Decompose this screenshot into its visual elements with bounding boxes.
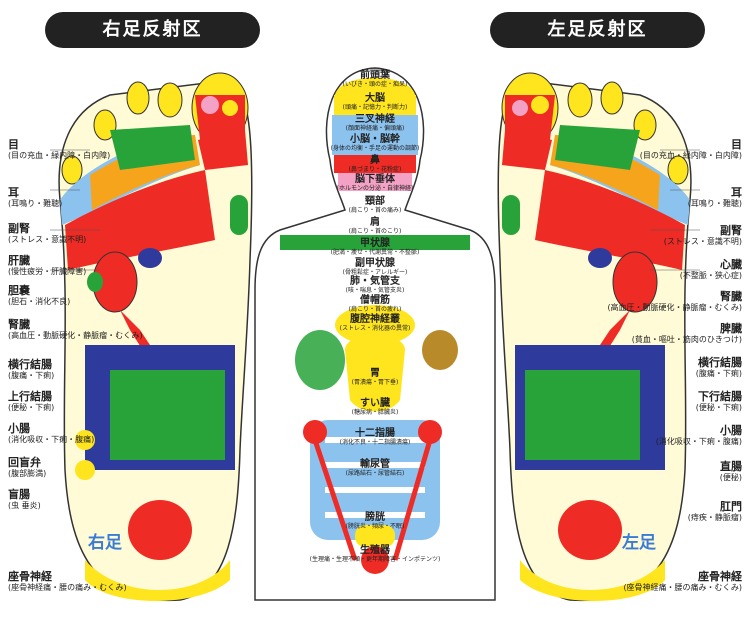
left-label-eye: 目(目の充血・緑内障・白内障) xyxy=(639,138,742,160)
right-label-sciatic: 座骨神経(座骨神経痛・腰の痛み・むくみ) xyxy=(8,570,127,592)
right-label-adrenal: 副腎(ストレス・意識不明) xyxy=(8,222,87,244)
left-label-anus: 肛門(痔疾・静脈瘤) xyxy=(687,500,742,522)
left-heel-sciatic xyxy=(558,500,622,560)
right-label-kidney: 腎臓(高血圧・動脈硬化・静脈瘤・むくみ) xyxy=(8,318,143,340)
organ-stomach: 胃(胃潰瘍・胃下垂) xyxy=(351,368,399,386)
organ-trigeminal: 三叉神経(顔面神経痛・偏頭痛) xyxy=(345,114,405,132)
right-label-transverse-colon: 横行結腸(腹痛・下痢) xyxy=(8,358,55,380)
right-label-ascending-colon: 上行結腸(便秘・下痢) xyxy=(8,390,55,412)
left-foot-name: 左足 xyxy=(622,533,656,553)
right-label-gallbladder: 胆嚢(胆石・消化不良) xyxy=(8,284,71,306)
organ-duodenum: 十二指腸(消化不良・十二指腸潰瘍) xyxy=(339,428,411,446)
organ-bladder: 膀胱(膀胱炎・頻尿・不眠) xyxy=(345,512,405,530)
organ-cerebellum: 小脳・脳幹(身体の均衡・手足の運動の調節) xyxy=(330,134,420,152)
organ-frontal-lobe: 前頭葉(いびき・頭の症・痴呆) xyxy=(342,70,408,88)
right-label-small-intestine: 小腸(消化吸収・下痢・腹痛) xyxy=(8,422,95,444)
right-label-cecum: 盲腸(虫 垂炎) xyxy=(8,488,41,510)
left-label-sciatic: 座骨神経(座骨神経痛・腰の痛み・むくみ) xyxy=(623,570,742,592)
organ-lungs: 肺・気管支(咳・喘息・気管支炎) xyxy=(345,276,405,294)
right-foot xyxy=(58,72,253,602)
left-label-kidney: 腎臓(高血圧・動脈硬化・静脈瘤・むくみ) xyxy=(607,290,742,312)
right-label-liver: 肝臓(慢性疲労・肝臓障害) xyxy=(8,254,87,276)
right-label-ileocecal-valve: 回盲弁(腹部膨満) xyxy=(8,456,47,478)
organ-thyroid: 甲状腺(肥満・痩せ・代謝異常・不整脈) xyxy=(330,238,420,256)
left-label-spleen: 脾臓(貧血・嘔吐・筋肉のひきつけ) xyxy=(631,322,742,344)
left-foot-title: 左足反射区 xyxy=(490,12,705,48)
organ-parathyroid: 副甲状腺(骨粗鬆症・アレルギー) xyxy=(342,258,408,276)
organ-reproductive: 生殖器(生理痛・生理不順・更年期障害・インポテンツ) xyxy=(309,545,441,563)
organ-solar-plexus: 腹腔神経叢(ストレス・消化器の異常) xyxy=(339,314,411,332)
organ-trapezius: 僧帽筋(肩こり・首の疲れ) xyxy=(348,295,402,313)
left-label-descending-colon: 下行結腸(便秘・下痢) xyxy=(695,390,742,412)
organ-nose: 鼻(鼻づまり・花粉症) xyxy=(348,155,402,173)
right-label-ear: 耳(耳鳴り・難聴) xyxy=(8,186,63,208)
left-label-ear: 耳(耳鳴り・難聴) xyxy=(687,186,742,208)
leader-lines xyxy=(50,149,700,271)
right-foot-name: 右足 xyxy=(88,533,122,553)
left-label-heart: 心臓(不整脈・狭心症) xyxy=(679,258,742,280)
organ-pancreas: すい臓(糖尿病・膵臓炎) xyxy=(351,398,399,416)
left-label-transverse-colon: 横行結腸(腹痛・下痢) xyxy=(695,356,742,378)
right-heel-sciatic xyxy=(128,500,192,560)
left-label-small-intestine: 小腸(消化吸収・下痢・腹痛) xyxy=(655,424,742,446)
right-label-eye: 目(目の充血・緑内障・白内障) xyxy=(8,138,111,160)
organ-neck: 頸部(肩こり・首の痛み) xyxy=(348,196,402,214)
left-label-rectum: 直腸(便秘) xyxy=(719,460,742,482)
organ-pituitary: 脳下垂体(ホルモンの分泌・自律神経) xyxy=(336,174,414,192)
left-foot xyxy=(497,72,692,602)
organ-shoulder: 肩(肩こり・首のこり) xyxy=(348,217,402,235)
right-foot-title: 右足反射区 xyxy=(45,12,260,48)
left-label-adrenal: 副腎(ストレス・意識不明) xyxy=(663,224,742,246)
organ-ureter: 輸尿管(尿路結石・尿管結石) xyxy=(345,459,405,477)
organ-cerebrum: 大脳(頭痛・記憶力・判断力) xyxy=(342,93,408,111)
body-figure xyxy=(254,67,496,601)
